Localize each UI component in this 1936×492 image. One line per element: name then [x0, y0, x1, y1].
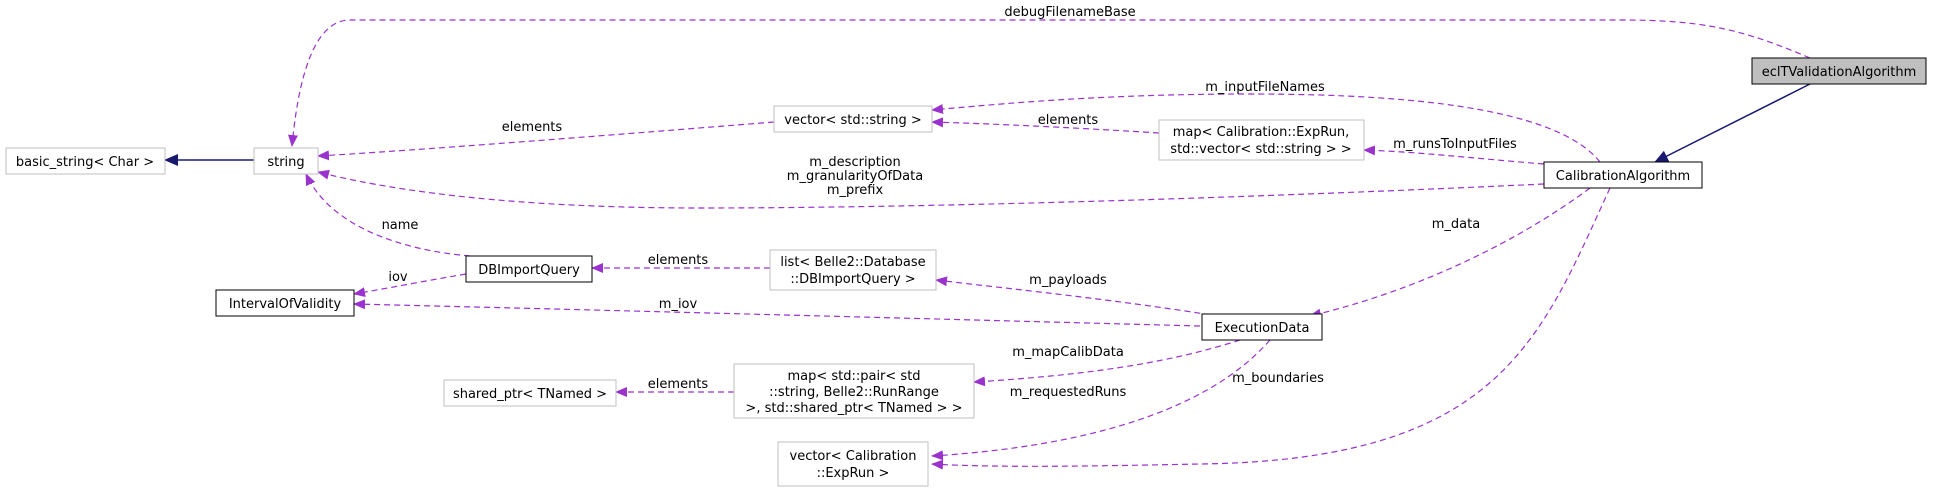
edge-m-boundaries: [931, 187, 1611, 470]
node-calibrationalgorithm-label: CalibrationAlgorithm: [1556, 169, 1690, 184]
label-m-description: m_description: [809, 155, 900, 170]
edge-name: [305, 173, 471, 257]
edge-m-payloads: [935, 276, 1231, 319]
node-map-exprun-label-2: std::vector< std::string > >: [1170, 142, 1351, 157]
edge-m-iov: [353, 299, 1201, 327]
edge-labels: debugFilenameBase m_inputFileNames eleme…: [382, 5, 1517, 400]
node-vector-string[interactable]: vector< std::string >: [773, 105, 933, 133]
label-m-payloads: m_payloads: [1029, 273, 1107, 288]
node-map-pair-label-3: >, std::shared_ptr< TNamed > >: [745, 401, 962, 416]
edge-m-runstoinputfiles: [1363, 145, 1545, 165]
edge-elements-vector-string: [317, 121, 775, 161]
label-elements-list: elements: [648, 253, 709, 268]
label-m-inputfilenames: m_inputFileNames: [1205, 80, 1325, 95]
node-executiondata[interactable]: ExecutionData: [1201, 313, 1323, 341]
label-m-iov: m_iov: [659, 297, 698, 312]
label-m-prefix: m_prefix: [827, 183, 884, 198]
node-map-exprun[interactable]: map< Calibration::ExpRun, std::vector< s…: [1158, 119, 1365, 161]
label-elements-map-exprun: elements: [1038, 113, 1099, 128]
node-map-pair-label-2: ::string, Belle2::RunRange: [769, 385, 939, 400]
node-string[interactable]: string: [253, 147, 319, 175]
edge-m-mapcalibdata: [973, 339, 1241, 387]
label-iov: iov: [388, 270, 408, 285]
label-m-data: m_data: [1432, 217, 1480, 232]
node-ecltvalidationalgorithm-label: eclTValidationAlgorithm: [1762, 65, 1917, 80]
label-m-runstoinputfiles: m_runsToInputFiles: [1393, 137, 1517, 152]
label-debugfilenamebase: debugFilenameBase: [1004, 5, 1135, 20]
label-elements-vector-string: elements: [502, 120, 563, 135]
node-list-dbimport-label-2: ::DBImportQuery >: [790, 272, 915, 287]
edge-m-inputfilenames: [931, 93, 1601, 163]
node-executiondata-label: ExecutionData: [1215, 321, 1310, 336]
node-basic-string-label: basic_string< Char >: [16, 155, 154, 170]
node-dbimportquery[interactable]: DBImportQuery: [465, 255, 593, 283]
edge-elements-map-exprun: [931, 117, 1160, 134]
label-m-mapcalibdata: m_mapCalibData: [1012, 345, 1124, 360]
edges: [164, 19, 1811, 470]
node-map-exprun-label-1: map< Calibration::ExpRun,: [1173, 125, 1350, 140]
node-basic-string[interactable]: basic_string< Char >: [5, 147, 166, 175]
node-intervalofvalidity-label: IntervalOfValidity: [229, 297, 342, 312]
node-shared-ptr[interactable]: shared_ptr< TNamed >: [443, 379, 617, 407]
label-name: name: [382, 218, 419, 233]
node-shared-ptr-label: shared_ptr< TNamed >: [453, 387, 607, 402]
node-intervalofvalidity[interactable]: IntervalOfValidity: [215, 289, 355, 317]
nodes: eclTValidationAlgorithm CalibrationAlgor…: [5, 57, 1927, 487]
edge-m-description: [317, 169, 1545, 209]
label-elements-shared-ptr: elements: [648, 377, 709, 392]
label-m-boundaries: m_boundaries: [1232, 371, 1324, 386]
label-m-requestedruns: m_requestedRuns: [1010, 385, 1127, 400]
node-vector-string-label: vector< std::string >: [784, 113, 921, 128]
node-list-dbimport-label-1: list< Belle2::Database: [780, 255, 925, 270]
edge-debugfilenamebase: [288, 19, 1811, 147]
node-calibrationalgorithm[interactable]: CalibrationAlgorithm: [1543, 161, 1703, 189]
edge-m-requestedruns: [931, 339, 1271, 461]
edge-m-data: [1309, 187, 1591, 319]
node-dbimportquery-label: DBImportQuery: [478, 263, 580, 278]
node-map-pair-label-1: map< std::pair< std: [787, 369, 920, 384]
edge-inherits-calibrationalgorithm: [1654, 83, 1811, 163]
node-string-label: string: [267, 155, 304, 170]
edge-iov: [353, 273, 467, 298]
node-vector-exprun-label-1: vector< Calibration: [790, 449, 917, 464]
node-vector-exprun-label-2: ::ExpRun >: [817, 466, 890, 481]
node-list-dbimport[interactable]: list< Belle2::Database ::DBImportQuery >: [769, 249, 937, 291]
label-m-granularityofdata: m_granularityOfData: [787, 169, 923, 184]
node-vector-exprun[interactable]: vector< Calibration ::ExpRun >: [777, 441, 929, 487]
node-map-pair[interactable]: map< std::pair< std ::string, Belle2::Ru…: [733, 363, 975, 419]
node-ecltvalidationalgorithm[interactable]: eclTValidationAlgorithm: [1751, 57, 1927, 85]
